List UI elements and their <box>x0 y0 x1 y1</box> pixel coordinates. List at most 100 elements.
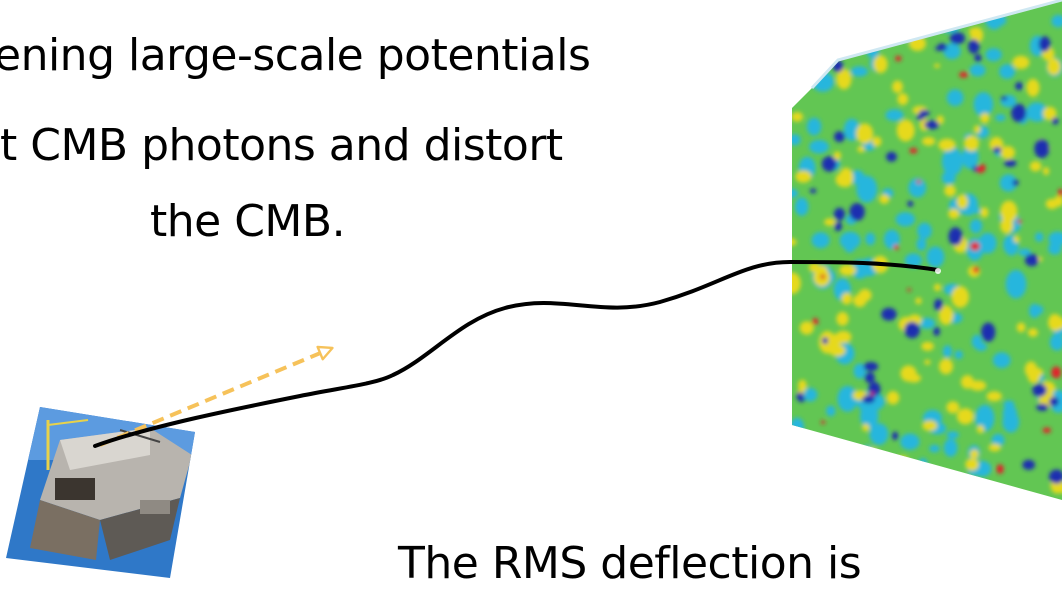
cmb-temperature-spot <box>866 448 878 457</box>
cmb-temperature-spot <box>841 293 852 305</box>
cmb-temperature-spot <box>909 148 917 154</box>
cmb-temperature-spot <box>887 391 900 404</box>
cmb-temperature-spot <box>812 318 818 325</box>
cmb-temperature-spot <box>915 298 921 305</box>
cmb-temperature-spot <box>949 227 963 245</box>
cmb-temperature-spot <box>1001 96 1007 100</box>
cmb-temperature-spot <box>922 421 937 431</box>
cmb-temperature-spot <box>1014 236 1020 243</box>
cmb-temperature-spot <box>1051 367 1061 379</box>
cmb-temperature-spot <box>803 475 809 481</box>
cmb-temperature-spot <box>946 481 959 492</box>
cmb-temperature-spot <box>898 473 912 482</box>
cmb-temperature-spot <box>892 432 898 440</box>
cmb-temperature-spot <box>939 359 953 375</box>
cmb-temperature-spot <box>786 18 803 37</box>
cmb-temperature-spot <box>836 312 848 326</box>
cmb-temperature-spot <box>816 17 825 29</box>
cmb-temperature-spot <box>999 64 1015 79</box>
cmb-temperature-spot <box>886 152 897 162</box>
caption-line-3: the CMB. <box>150 196 345 247</box>
cmb-temperature-spot <box>879 194 889 204</box>
cmb-temperature-spot <box>930 481 947 496</box>
cmb-temperature-spot <box>798 380 807 392</box>
cmb-temperature-spot <box>934 64 940 68</box>
cmb-temperature-spot <box>973 208 981 214</box>
cmb-temperature-spot <box>969 28 977 36</box>
cmb-temperature-spot <box>934 299 943 311</box>
cmb-temperature-spot <box>985 48 1001 61</box>
caption-line-1: ening large-scale potentials <box>0 30 590 81</box>
cmb-temperature-spot <box>798 398 805 403</box>
telescope-photo-icon <box>0 400 200 578</box>
cmb-temperature-spot <box>947 89 964 106</box>
cmb-temperature-spot <box>959 486 968 494</box>
cmb-temperature-spot <box>1043 167 1049 175</box>
cmb-temperature-spot <box>1036 404 1048 411</box>
cmb-temperature-spot <box>981 323 995 342</box>
cmb-temperature-spot <box>1025 361 1037 377</box>
cmb-temperature-spot <box>1025 254 1039 266</box>
cmb-temperature-spot <box>895 56 901 61</box>
cmb-temperature-spot <box>922 137 935 146</box>
cmb-temperature-spot <box>839 265 856 276</box>
cmb-temperature-spot <box>944 439 958 457</box>
cmb-temperature-spot <box>921 342 934 351</box>
cmb-temperature-spot <box>851 66 868 76</box>
cmb-temperature-spot <box>832 22 843 32</box>
cmb-temperature-spot <box>835 13 841 21</box>
cmb-temperature-spot <box>1006 270 1027 299</box>
cmb-temperature-spot <box>885 109 903 121</box>
cmb-temperature-spot <box>853 294 866 307</box>
cmb-temperature-spot <box>1017 220 1022 224</box>
cmb-temperature-spot <box>919 490 936 511</box>
cmb-temperature-spot <box>959 72 968 78</box>
cmb-temperature-spot <box>873 55 887 73</box>
cmb-temperature-spot <box>796 460 803 466</box>
cmb-temperature-spot <box>995 114 1005 121</box>
cmb-temperature-spot <box>837 386 857 412</box>
cmb-temperature-spot <box>980 207 988 217</box>
cmb-temperature-spot <box>1028 328 1038 337</box>
cmb-temperature-spot <box>1015 82 1023 90</box>
cmb-temperature-spot <box>902 216 911 222</box>
cmb-temperature-spot <box>943 345 952 357</box>
cmb-temperature-spot <box>1039 36 1051 51</box>
cmb-temperature-spot <box>948 12 961 23</box>
cmb-temperature-spot <box>968 39 979 54</box>
cmb-temperature-spot <box>954 484 973 507</box>
cmb-temperature-spot <box>1026 79 1039 97</box>
cmb-temperature-spot <box>806 440 815 451</box>
cmb-temperature-spot <box>936 13 948 24</box>
cmb-temperature-spot <box>1002 411 1019 432</box>
cmb-temperature-spot <box>896 456 910 469</box>
cmb-temperature-spot <box>935 47 942 51</box>
cmb-temperature-spot <box>1017 323 1026 333</box>
cmb-temperature-spot <box>844 239 855 253</box>
cmb-temperature-spot <box>946 401 959 413</box>
cmb-temperature-spot <box>803 442 809 447</box>
cmb-temperature-spot <box>863 362 878 371</box>
cmb-temperature-spot <box>1013 180 1019 186</box>
cmb-temperature-spot <box>865 372 875 383</box>
cmb-temperature-spot <box>1007 96 1016 103</box>
ray-end-highlight <box>935 268 941 274</box>
cmb-temperature-spot <box>917 223 932 239</box>
cmb-temperature-spot <box>839 168 853 188</box>
cmb-temperature-spot <box>960 8 972 19</box>
cmb-temperature-spot <box>810 189 817 194</box>
cmb-temperature-spot <box>1050 314 1057 323</box>
cmb-temperature-spot <box>978 491 997 509</box>
cmb-temperature-spot <box>849 203 864 221</box>
cmb-temperature-spot <box>837 15 847 27</box>
cmb-temperature-spot <box>980 113 989 123</box>
cmb-temperature-spot <box>927 2 947 14</box>
cmb-temperature-spot <box>955 350 963 359</box>
cmb-temperature-spot <box>881 308 896 321</box>
cmb-temperature-spot <box>894 245 899 250</box>
cmb-temperature-spot <box>974 92 994 117</box>
cmb-temperature-spot <box>785 238 797 246</box>
cmb-temperature-spot <box>865 233 875 246</box>
cmb-temperature-spot <box>809 140 829 154</box>
cmb-temperature-spot <box>790 34 797 41</box>
